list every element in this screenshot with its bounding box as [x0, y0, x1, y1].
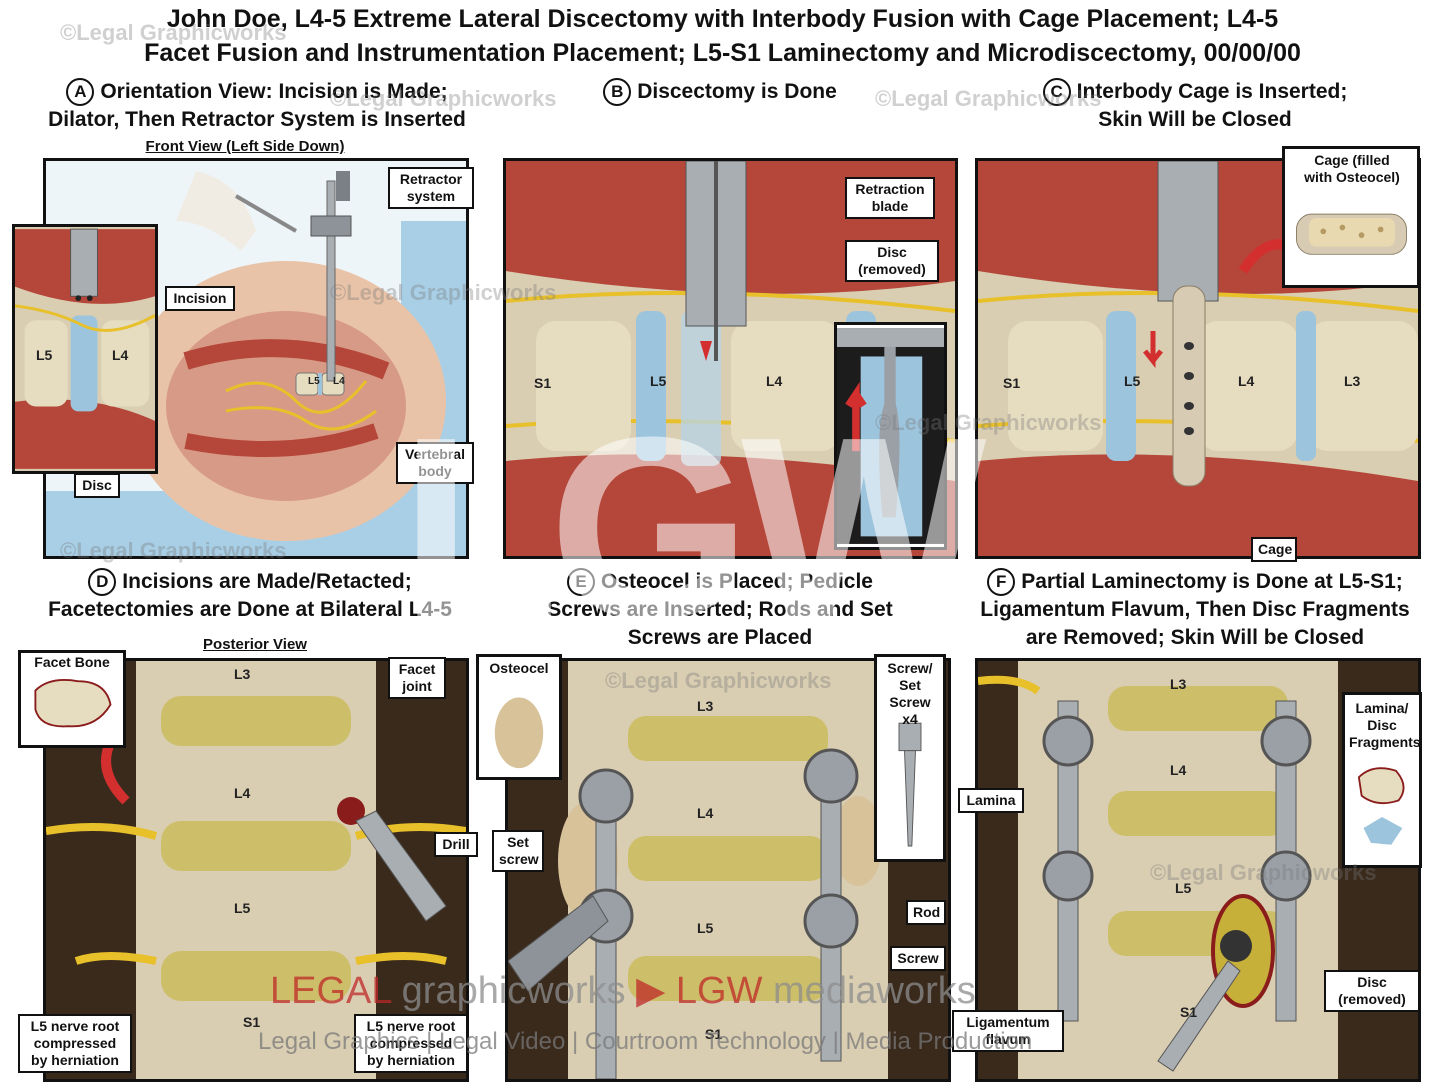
step-e-badge: E [567, 568, 596, 597]
step-a-badge: A [66, 78, 95, 107]
label-c-l5: L5 [1124, 373, 1141, 389]
callout-incision: Incision [165, 286, 235, 311]
panel-f-illustration [978, 661, 1418, 1079]
callout-vertebral-body: Vertebral body [396, 442, 474, 484]
page-title-line1: John Doe, L4-5 Extreme Lateral Discectom… [166, 5, 1279, 33]
panel-c-inset-cage [1282, 146, 1420, 288]
callout-drill: Drill [434, 832, 478, 857]
step-b-badge: B [603, 78, 632, 107]
callout-retraction-blade: Retraction blade [845, 177, 935, 219]
footer-lgw: LGW [675, 970, 763, 1012]
panel-a-inset [12, 224, 158, 474]
label-d-l4: L4 [234, 785, 251, 801]
step-d-badge: D [88, 568, 117, 597]
label-f-l3: L3 [1170, 676, 1187, 692]
callout-lamina-disc-fragments: Lamina/ Disc Fragments [1349, 700, 1421, 750]
panel-b-inset [834, 322, 947, 550]
watermark-1: ©Legal Graphicworks [60, 20, 287, 45]
step-f-badge: F [987, 568, 1016, 597]
callout-screw: Screw [890, 946, 946, 971]
label-e-s1: S1 [705, 1026, 723, 1042]
callout-facet-bone: Facet Bone [34, 654, 110, 670]
label-b-l4: L4 [766, 373, 783, 389]
label-a-small-l5: L5 [308, 376, 320, 387]
label-c-l4: L4 [1238, 373, 1255, 389]
panel-e-inset-screw-illustration [877, 662, 943, 854]
panel-e-inset-osteocel [476, 654, 562, 780]
panel-d-facetectomy [43, 658, 469, 1082]
label-b-l5: L5 [650, 373, 667, 389]
watermark-2: ©Legal Graphicworks [330, 86, 557, 111]
step-d-subhead: Posterior View [203, 636, 307, 653]
panel-d-illustration [46, 661, 466, 1079]
label-a-small-l4: L4 [333, 376, 345, 387]
label-d-l5: L5 [234, 900, 251, 916]
label-e-l4: L4 [697, 805, 714, 821]
callout-disc-removed-f: Disc (removed) [1324, 970, 1420, 1012]
panel-e-inset-osteocel-illustration [479, 658, 559, 776]
callout-nerve-right: L5 nerve root compressed by herniation [354, 1014, 468, 1073]
label-b-s1: S1 [534, 375, 552, 391]
page-title-line2: Facet Fusion and Instrumentation Placeme… [144, 39, 1301, 67]
label-c-l3: L3 [1344, 373, 1361, 389]
footer-legal: LEGAL [270, 970, 392, 1012]
big-watermark: LGW [400, 384, 986, 674]
label-f-l4: L4 [1170, 762, 1187, 778]
label-d-l3: L3 [234, 666, 251, 682]
watermark-3: ©Legal Graphicworks [875, 86, 1102, 111]
callout-disc-removed-b: Disc (removed) [845, 240, 939, 282]
watermark-8: ©Legal Graphicworks [1150, 860, 1377, 885]
step-c-badge: C [1042, 78, 1071, 107]
watermark-7: ©Legal Graphicworks [605, 668, 832, 693]
panel-c-inset-illustration [1285, 149, 1417, 285]
footer-brand: LEGAL graphicworks ▶ LGW mediaworks [270, 968, 976, 1013]
play-icon: ▶ [636, 970, 666, 1012]
panel-e-inset-screw [874, 654, 946, 862]
panel-b-inset-illustration [837, 328, 944, 544]
label-e-l3: L3 [697, 698, 714, 714]
panel-d-inset-facet [18, 650, 126, 748]
label-d-s1: S1 [243, 1014, 261, 1030]
callout-nerve-left: L5 nerve root compressed by herniation [18, 1014, 132, 1073]
callout-set-screw: Set screw [492, 830, 544, 872]
label-f-l5: L5 [1175, 880, 1192, 896]
callout-ligamentum-flavum: Ligamentum flavum [952, 1010, 1064, 1052]
callout-rod: Rod [906, 900, 946, 925]
callout-retractor-system: Retractor system [388, 167, 474, 209]
callout-osteocel: Osteocel [489, 660, 549, 676]
panel-e-illustration [508, 661, 948, 1079]
callout-cage: Cage [1251, 537, 1297, 562]
footer-tagline: Legal Graphics | Legal Video | Courtroom… [258, 1028, 1033, 1055]
watermark-5: ©Legal Graphicworks [875, 410, 1102, 435]
label-a-inset-l4: L4 [112, 347, 129, 363]
watermark-6: ©Legal Graphicworks [60, 538, 287, 563]
panel-d-inset-illustration [21, 653, 123, 745]
callout-disc-a: Disc [74, 473, 120, 498]
callout-facet-joint: Facet joint [388, 657, 446, 699]
label-e-l5: L5 [697, 920, 714, 936]
callout-lamina: Lamina [958, 788, 1024, 813]
callout-screw-set-screw: Screw/ Set Screw x4 [887, 660, 933, 727]
panel-f-inset-fragments [1342, 692, 1422, 868]
label-f-s1: S1 [1180, 1004, 1198, 1020]
callout-cage-filled: Cage (filled with Osteocel) [1304, 152, 1400, 185]
footer-graphicworks: graphicworks [401, 970, 626, 1012]
watermark-4: ©Legal Graphicworks [330, 280, 557, 305]
panel-a-inset-illustration [15, 228, 155, 469]
label-a-inset-l5: L5 [36, 347, 53, 363]
label-c-s1: S1 [1003, 375, 1021, 391]
footer-mediaworks: mediaworks [773, 970, 976, 1012]
step-a-subhead: Front View (Left Side Down) [145, 138, 345, 155]
panel-f-inset-illustration [1345, 698, 1419, 862]
